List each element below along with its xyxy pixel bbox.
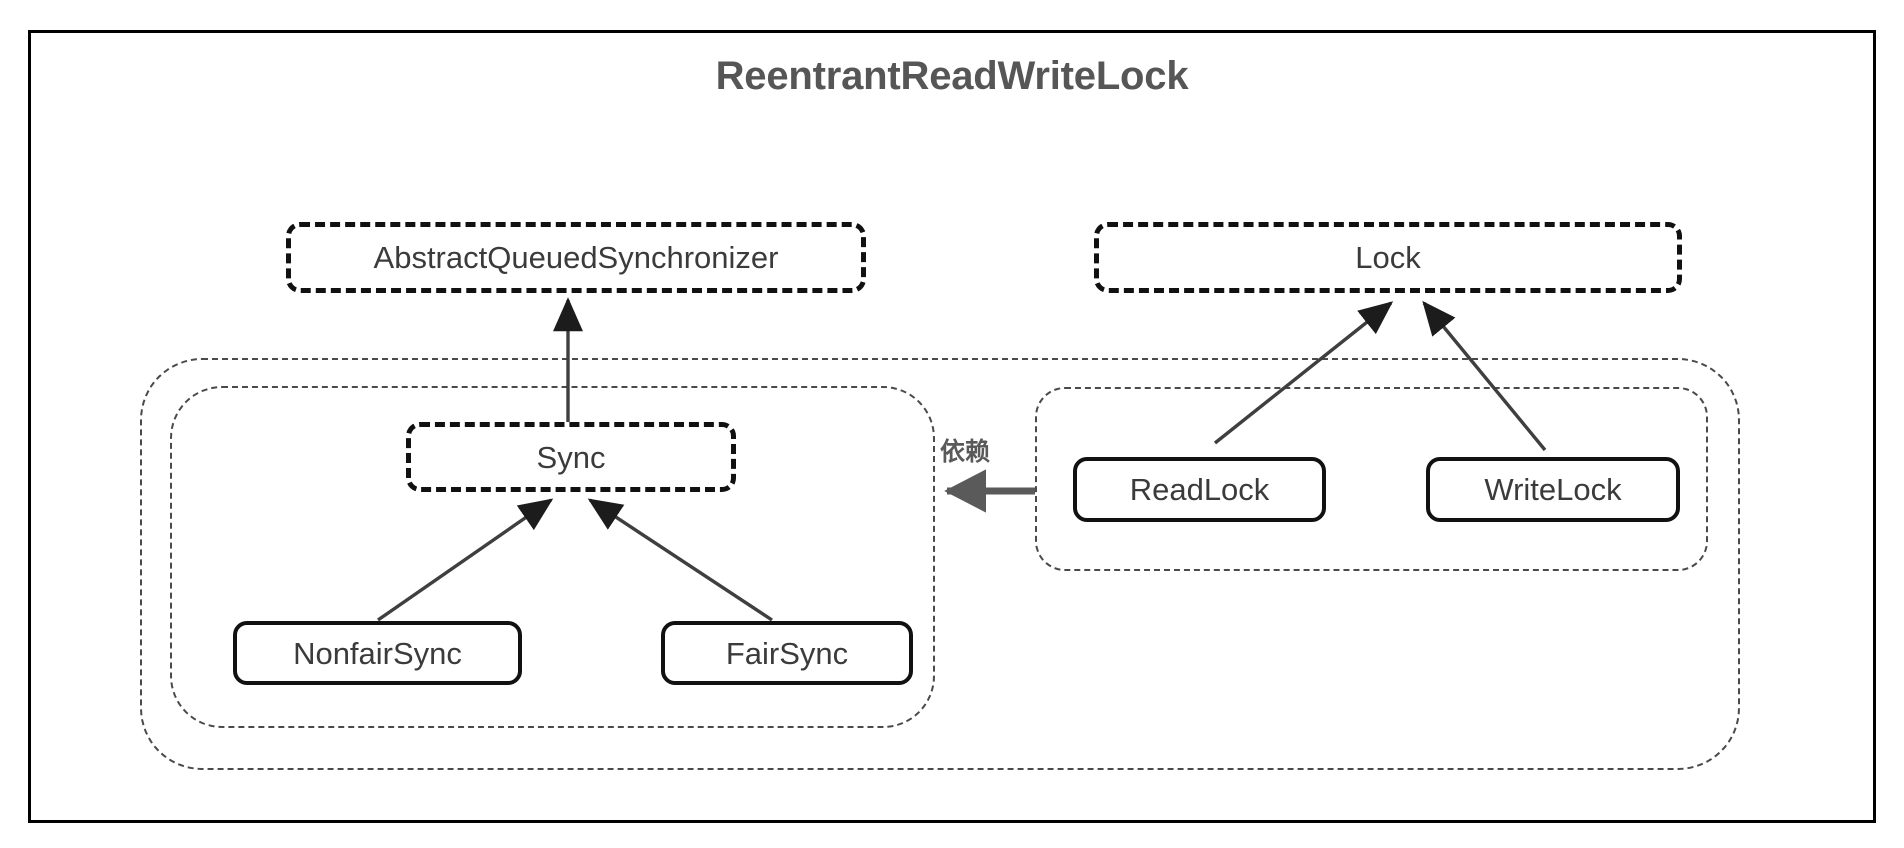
node-label: ReadLock	[1129, 472, 1270, 507]
node-label: NonfairSync	[293, 635, 462, 671]
diagram-frame	[28, 30, 1876, 823]
node-abstractqueuedsynchronizer[interactable]: AbstractQueuedSynchronizer	[286, 222, 866, 293]
dependency-edge-label: 依赖	[940, 438, 991, 466]
page-title: ReentrantReadWriteLock	[715, 54, 1189, 98]
node-fairsync[interactable]: FairSync	[661, 621, 913, 685]
node-sync[interactable]: Sync	[406, 422, 736, 492]
node-label: FairSync	[725, 635, 849, 671]
node-label: Lock	[1355, 240, 1421, 275]
node-writelock[interactable]: WriteLock	[1426, 457, 1680, 522]
node-readlock[interactable]: ReadLock	[1073, 457, 1326, 522]
node-label: Sync	[536, 439, 606, 475]
group-reentrantreadwritelock	[140, 358, 1740, 770]
node-label: WriteLock	[1484, 472, 1622, 507]
node-label: AbstractQueuedSynchronizer	[373, 240, 779, 275]
group-sync-hierarchy	[170, 386, 935, 728]
node-lock[interactable]: Lock	[1094, 222, 1682, 293]
node-nonfairsync[interactable]: NonfairSync	[233, 621, 522, 685]
